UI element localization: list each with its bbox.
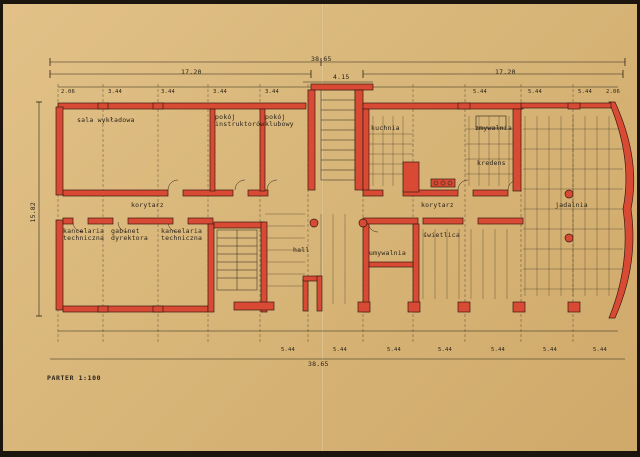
room-label-hall: hall	[293, 246, 310, 254]
left-half-width-label: 17.20	[181, 68, 202, 76]
right-half-width-label: 17.20	[495, 68, 516, 76]
room-label-tech-office-left: kancelaria techniczna	[63, 227, 105, 242]
bay-dim-top: 5.44	[578, 89, 593, 95]
room-label-washroom: umywalnia	[369, 249, 407, 257]
room-label-club: pokój klubowy	[265, 113, 294, 128]
bay-dim-bottom: 5.44	[593, 347, 608, 353]
room-label-director: gabinet dyrektora	[111, 227, 149, 242]
floor-plan-drawing	[36, 58, 635, 360]
side-dimension-label: 15.82	[29, 201, 38, 223]
room-label-corridor-left: korytarz	[131, 201, 164, 209]
scale-label: PARTER 1:100	[47, 374, 102, 382]
bay-dim-bottom: 5.44	[281, 347, 296, 353]
bay-dim-top: 2.06	[61, 89, 76, 95]
room-label-storage: kredens	[477, 159, 506, 167]
bottom-total-width-label: 38.65	[308, 360, 329, 368]
paper-fold	[321, 4, 324, 451]
room-label-common-room: świetlica	[423, 231, 461, 239]
bay-dim-top: 5.44	[473, 89, 488, 95]
bay-dim-top: 5.44	[528, 89, 543, 95]
room-label-kitchen: kuchnia	[371, 124, 400, 132]
bay-dim-bottom: 5.44	[491, 347, 506, 353]
room-label-corridor-right: korytarz	[421, 201, 454, 209]
room-label-scullery: zmywalnia	[475, 124, 513, 132]
bay-dim-top: 3.44	[108, 89, 123, 95]
blueprint-sheet: 38.65 17.20 17.20 4.15 15.82 38.65 2.06 …	[3, 4, 637, 451]
room-label-tech-office-right: kancelaria techniczna	[161, 227, 203, 242]
bay-dim-bottom: 5.44	[543, 347, 558, 353]
bay-dim-top: 3.44	[265, 89, 280, 95]
bay-dim-bottom: 5.44	[387, 347, 402, 353]
bay-dim-bottom: 5.44	[333, 347, 348, 353]
room-label-lecture-hall: sala wykładowa	[77, 116, 135, 124]
bay-dim-top: 2.06	[606, 89, 621, 95]
bay-dim-top: 3.44	[161, 89, 176, 95]
bay-dim-bottom: 5.44	[438, 347, 453, 353]
total-width-label: 38.65	[311, 55, 332, 63]
room-label-dining: jadalnia	[555, 201, 588, 209]
room-label-instructors: pokój instruktorów	[215, 113, 265, 128]
stair-dimension-label: 4.15	[333, 73, 350, 81]
bay-dim-top: 3.44	[213, 89, 228, 95]
